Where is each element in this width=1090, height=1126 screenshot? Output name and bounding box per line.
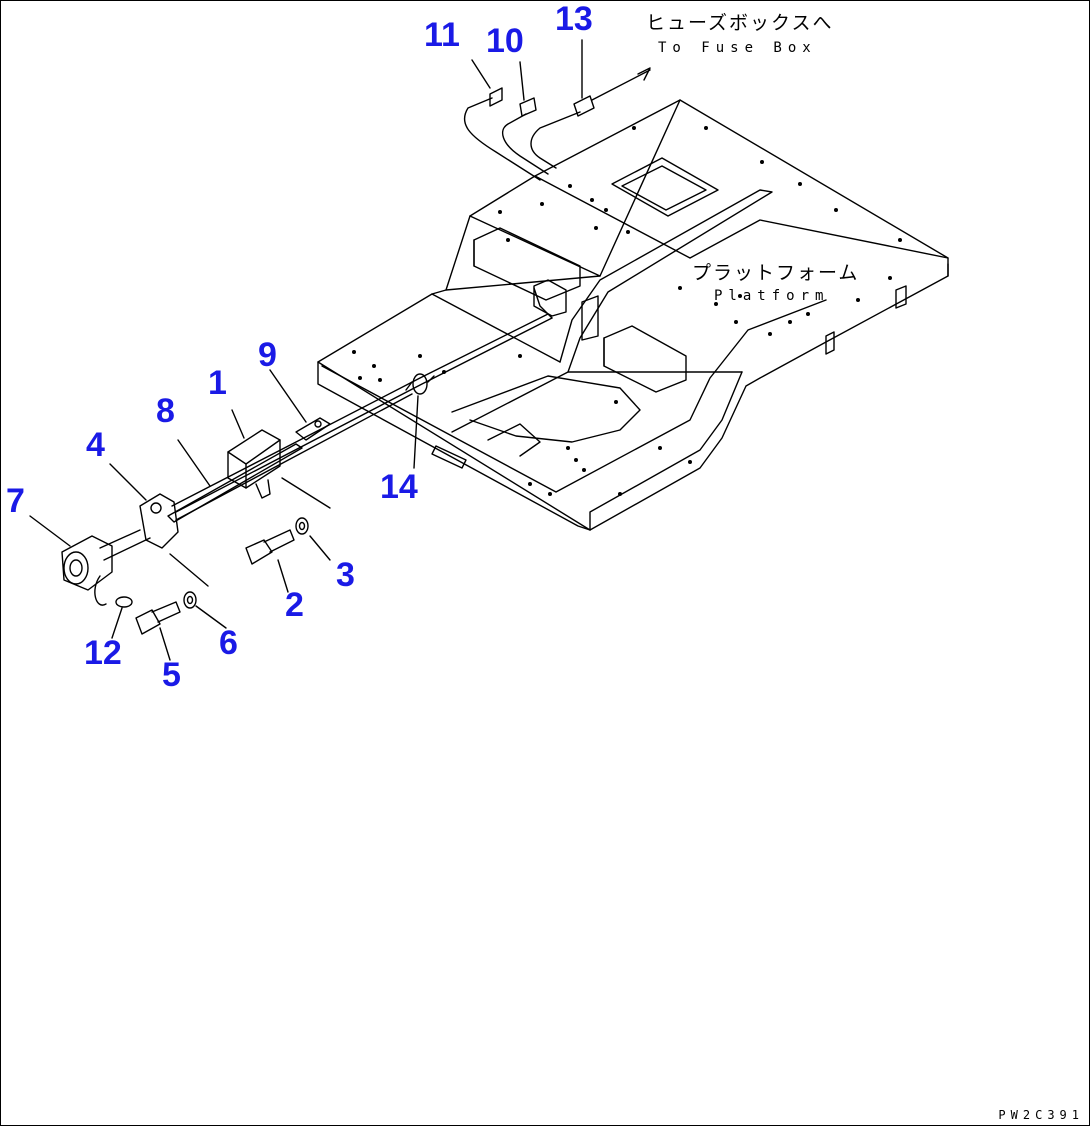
callout-8: 8 xyxy=(156,392,175,430)
platform-holes xyxy=(352,126,902,496)
lamp-assembly xyxy=(61,417,331,635)
callout-7: 7 xyxy=(6,482,25,520)
callout-2: 2 xyxy=(285,586,304,624)
callout-14: 14 xyxy=(380,468,418,506)
callout-5: 5 xyxy=(162,656,181,694)
callout-11: 11 xyxy=(424,16,460,54)
platform-note-en: Platform xyxy=(714,288,830,304)
callout-9: 9 xyxy=(258,336,277,374)
fuse-box-note-jp: ヒューズボックスへ xyxy=(646,12,834,34)
fuse-box-note-en: To Fuse Box xyxy=(658,40,817,56)
callout-6: 6 xyxy=(219,624,238,662)
leader-lines xyxy=(29,39,583,661)
drawing-code: PW2C391 xyxy=(998,1108,1084,1122)
callout-13: 13 xyxy=(555,0,593,38)
platform-note-jp: プラットフォーム xyxy=(692,262,860,284)
callout-4: 4 xyxy=(86,426,105,464)
callout-3: 3 xyxy=(336,556,355,594)
callout-1: 1 xyxy=(208,364,227,402)
callout-10: 10 xyxy=(486,22,524,60)
platform-frame xyxy=(317,99,949,531)
callout-12: 12 xyxy=(84,634,122,672)
wire-harness xyxy=(171,67,651,521)
